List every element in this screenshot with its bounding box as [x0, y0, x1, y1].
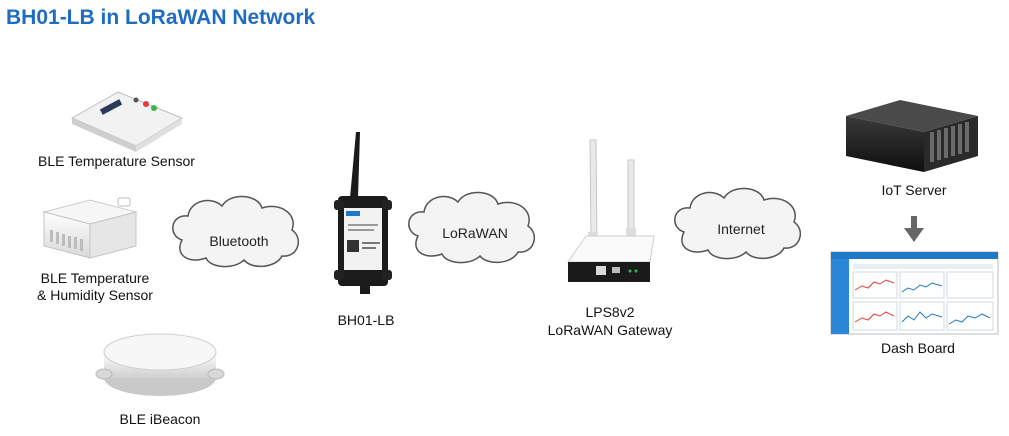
iot-server-label: IoT Server: [881, 182, 947, 198]
page-title: BH01-LB in LoRaWAN Network: [6, 6, 316, 29]
gateway-label-line1: LPS8v2: [585, 304, 635, 320]
internet-cloud: [674, 187, 802, 260]
dashboard-icon: [830, 251, 999, 335]
bluetooth-cloud: [172, 195, 300, 268]
lps8v2-gateway-icon: [567, 139, 655, 282]
ble-temp-humidity-label-line1: BLE Temperature: [40, 270, 150, 286]
ble-temperature-sensor-label: BLE Temperature Sensor: [38, 153, 195, 169]
lorawan-cloud: [408, 191, 536, 264]
arrow-down-icon: [904, 216, 924, 242]
iot-server-icon: [846, 100, 978, 172]
bh01-lb-label: BH01-LB: [337, 312, 395, 328]
gateway-label-line2: LoRaWAN Gateway: [547, 322, 673, 338]
bh01-lb-device-icon: [334, 132, 392, 294]
ble-ibeacon-label: BLE iBeacon: [119, 411, 201, 427]
ble-temperature-sensor-icon: [70, 91, 184, 152]
ble-ibeacon-icon: [95, 333, 225, 396]
lorawan-link-label: LoRaWAN: [442, 225, 508, 241]
ble-temp-humidity-label-line2: & Humidity Sensor: [37, 287, 153, 303]
dashboard-label: Dash Board: [881, 340, 955, 356]
internet-link-label: Internet: [717, 221, 765, 237]
bluetooth-link-label: Bluetooth: [209, 233, 269, 249]
ble-temperature-humidity-sensor-icon: [42, 197, 138, 259]
